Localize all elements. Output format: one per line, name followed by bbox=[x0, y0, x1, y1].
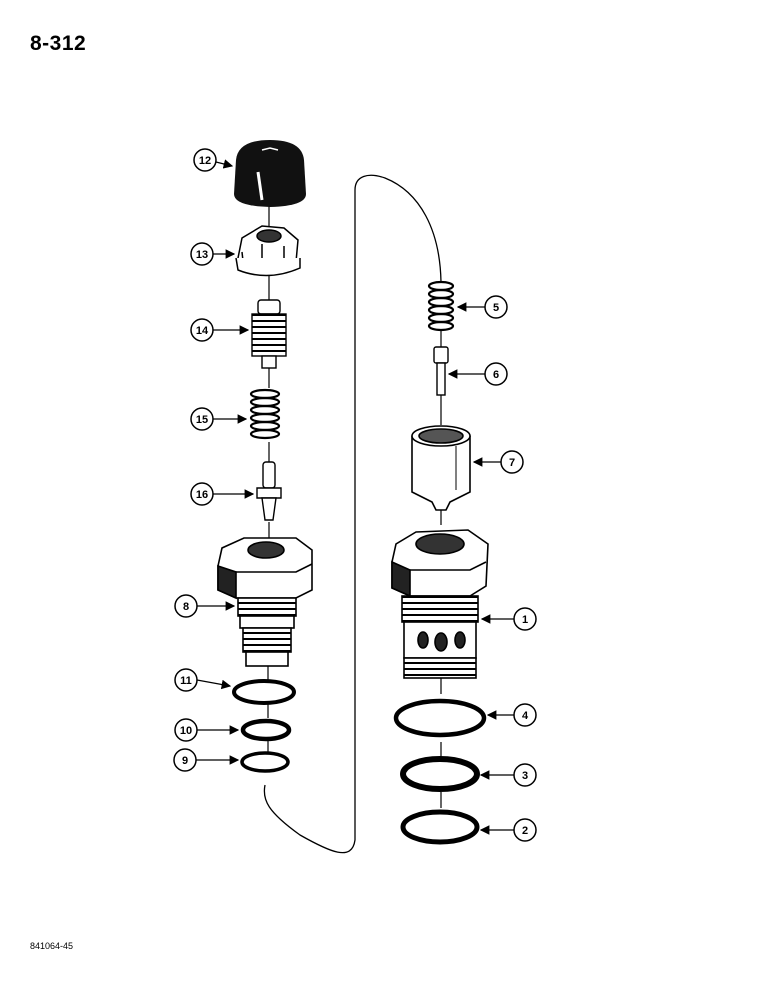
part-9-o-ring bbox=[240, 751, 290, 773]
part-8-valve-body bbox=[217, 537, 313, 667]
part-14-adjusting-screw bbox=[251, 299, 287, 369]
callout-8: 8 bbox=[174, 594, 236, 618]
part-13-nut bbox=[235, 225, 301, 277]
callout-13: 13 bbox=[190, 242, 236, 266]
callout-6: 6 bbox=[447, 362, 508, 386]
svg-text:1: 1 bbox=[522, 614, 528, 626]
callout-2: 2 bbox=[479, 818, 537, 842]
svg-text:9: 9 bbox=[182, 755, 188, 767]
svg-text:10: 10 bbox=[180, 725, 192, 737]
svg-text:8: 8 bbox=[183, 601, 189, 613]
svg-text:16: 16 bbox=[196, 489, 208, 501]
callout-16: 16 bbox=[190, 482, 255, 506]
svg-text:11: 11 bbox=[180, 675, 192, 687]
centerline-left bbox=[267, 202, 270, 752]
part-7-piston bbox=[411, 425, 471, 511]
figure-code: 841064-45 bbox=[30, 941, 74, 951]
part-1-valve-body bbox=[391, 529, 489, 679]
svg-text:7: 7 bbox=[509, 457, 515, 469]
svg-text:15: 15 bbox=[196, 414, 208, 426]
callout-1: 1 bbox=[480, 607, 537, 631]
svg-text:14: 14 bbox=[196, 325, 209, 337]
callout-3: 3 bbox=[479, 763, 537, 787]
part-5-spring bbox=[427, 280, 455, 332]
part-16-poppet bbox=[256, 461, 282, 521]
callout-15: 15 bbox=[190, 407, 248, 431]
svg-text:2: 2 bbox=[522, 825, 528, 837]
callout-14: 14 bbox=[190, 318, 250, 342]
part-10-backup-ring bbox=[240, 718, 292, 742]
svg-text:3: 3 bbox=[522, 770, 528, 782]
callout-9: 9 bbox=[173, 748, 240, 772]
part-6-pin bbox=[433, 346, 449, 396]
callout-4: 4 bbox=[486, 703, 537, 727]
part-12-cap bbox=[234, 140, 306, 207]
callout-5: 5 bbox=[456, 295, 508, 319]
page-number: 8-312 bbox=[30, 32, 87, 55]
callout-10: 10 bbox=[174, 718, 240, 742]
part-3-backup-ring bbox=[400, 756, 480, 792]
callout-12: 12 bbox=[193, 148, 234, 172]
svg-text:13: 13 bbox=[196, 249, 208, 261]
svg-text:4: 4 bbox=[522, 710, 529, 722]
callout-11: 11 bbox=[174, 668, 232, 692]
svg-text:12: 12 bbox=[199, 155, 211, 167]
svg-text:5: 5 bbox=[493, 302, 499, 314]
part-15-spring bbox=[249, 388, 281, 440]
part-4-o-ring bbox=[393, 698, 487, 738]
svg-text:6: 6 bbox=[493, 369, 499, 381]
part-11-o-ring bbox=[232, 679, 296, 705]
connector-curve bbox=[263, 174, 442, 854]
part-2-o-ring bbox=[400, 809, 480, 845]
callout-7: 7 bbox=[472, 450, 524, 474]
